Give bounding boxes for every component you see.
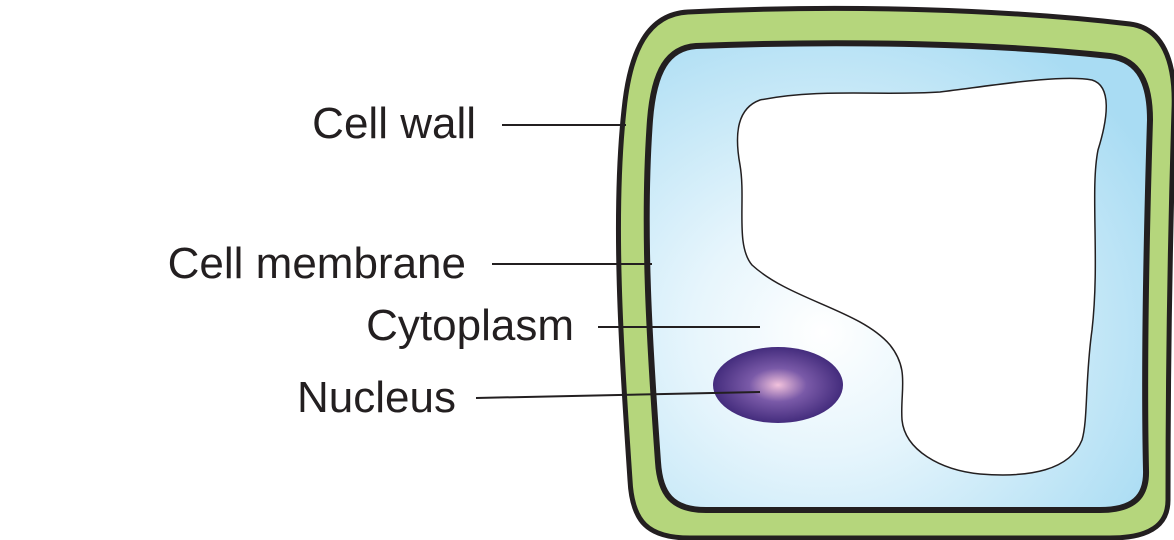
nucleus: [713, 347, 843, 423]
cell-membrane-label: Cell membrane: [168, 239, 466, 288]
nucleus-label: Nucleus: [297, 373, 456, 422]
cell-wall-label: Cell wall: [312, 99, 476, 148]
cytoplasm-label: Cytoplasm: [366, 301, 574, 350]
